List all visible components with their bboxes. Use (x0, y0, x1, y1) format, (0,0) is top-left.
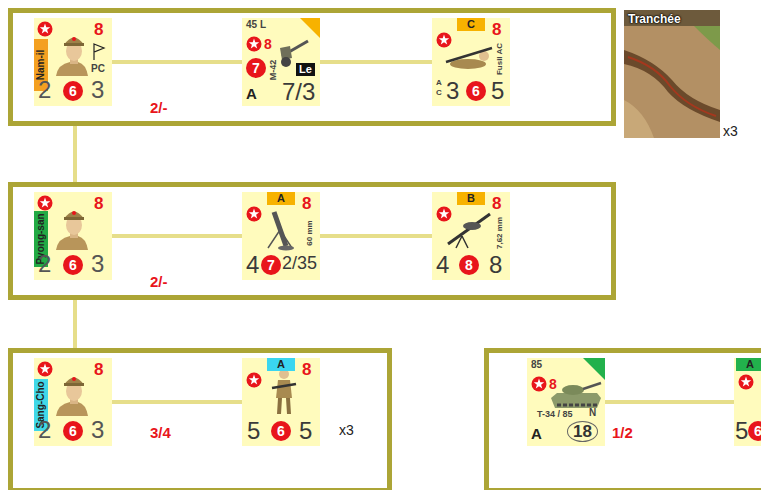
morale-value: 8 (94, 21, 103, 38)
unit-counter: A8 60 mm 472/35 (242, 192, 320, 280)
link-line (320, 60, 432, 64)
gun-counter-art (242, 18, 320, 106)
tank-counter-art (527, 358, 605, 446)
factor-value: 2/35 (282, 254, 317, 272)
link-line (605, 400, 734, 404)
morale-value: 8 (549, 377, 557, 391)
morale-value: 8 (264, 37, 272, 51)
infantry-counter-art (242, 358, 320, 446)
link-line (112, 234, 242, 238)
factor-value: 3 (446, 79, 459, 103)
mg-counter-art (432, 192, 510, 280)
leader-counter-art (34, 192, 112, 280)
unit-counter: A 56 (734, 358, 761, 446)
circled-value: 6 (271, 421, 291, 441)
counter-note: A (531, 426, 542, 441)
factor-value: 2 (38, 252, 51, 276)
factor-value: 5 (247, 419, 260, 443)
factor-value: 5 (299, 419, 312, 443)
morale-value: 8 (302, 361, 311, 378)
counter-note: C (436, 89, 442, 97)
unit-letter: A (267, 192, 295, 205)
counter-note: N (589, 408, 596, 418)
group-ratio: 2/- (150, 274, 168, 289)
link-line (112, 400, 242, 404)
morale-value: 8 (492, 195, 501, 212)
group-ratio: 1/2 (612, 425, 633, 440)
unit-counter: Pyong-san8263 (34, 192, 112, 280)
counter-note: T-34 / 85 (537, 410, 573, 419)
terrain-tile: Tranchée (624, 10, 720, 138)
unit-letter: B (457, 192, 485, 205)
group-frame: 85 8N 18 A T-34 / 85 A 56 1/2 (484, 348, 761, 490)
group-frame: Sang-Cho8263A85653/4x3 (8, 348, 392, 490)
factor-value: 5 (491, 79, 504, 103)
counter-note: 60 mm (305, 217, 315, 249)
unit-counter: Sang-Cho8263 (34, 358, 112, 446)
counter-note: Fusil AC (495, 40, 505, 78)
infantry-counter-art (734, 358, 761, 446)
factor-value: 3 (91, 418, 104, 442)
circled-value: 6 (63, 255, 83, 275)
unit-letter: A (736, 358, 761, 371)
factor-value: 2 (38, 78, 51, 102)
group-ratio: 2/- (150, 100, 168, 115)
factor-value: 18 (567, 421, 598, 442)
unit-counter: A8 565 (242, 358, 320, 446)
unit-counter: 45 L 8 7M-42 LeA 7/3 (242, 18, 320, 106)
mortar-counter-art (242, 192, 320, 280)
circled-value: 7 (261, 255, 281, 275)
link-line (112, 60, 242, 64)
counter-note: A (246, 86, 257, 101)
count-note: x3 (339, 423, 354, 437)
factor-value: 4 (436, 253, 449, 277)
at-rifle-counter-art (432, 18, 510, 106)
circled-value: 6 (63, 421, 83, 441)
counter-note: PC (91, 64, 105, 74)
unit-counter: B87,62 mm488 (432, 192, 510, 280)
counter-note: 85 (531, 360, 542, 370)
counter-note: 45 L (246, 20, 266, 30)
circled-value: 6 (466, 81, 486, 101)
morale-value: 8 (302, 195, 311, 212)
factor-value: 3 (91, 78, 104, 102)
unit-counter: Nam-il8PC263 (34, 18, 112, 106)
unit-counter: C8Fusil ACAC365 (432, 18, 510, 106)
unit-counter: 85 8N 18 A T-34 / 85 (527, 358, 605, 446)
unit-letter: A (267, 358, 295, 371)
factor-value: 2 (38, 418, 51, 442)
morale-value: 8 (94, 195, 103, 212)
group-ratio: 3/4 (150, 425, 171, 440)
counter-note: A (436, 79, 442, 87)
leader-counter-art (34, 18, 112, 106)
morale-value: 8 (94, 361, 103, 378)
count-note: x3 (723, 124, 738, 138)
counter-note: Le (296, 63, 315, 76)
counter-note: M-42 (268, 57, 278, 83)
circled-value: 7 (246, 58, 266, 78)
factor-value: 4 (246, 253, 259, 277)
factor-value: 7/3 (282, 80, 315, 104)
unit-letter: C (457, 18, 485, 31)
link-line (320, 234, 432, 238)
group-frame: Nam-il8PC26345 L87M-42LeA7/3C8Fusil ACAC… (8, 8, 616, 126)
link-line (73, 126, 77, 182)
circled-value: 6 (63, 81, 83, 101)
leader-counter-art (34, 358, 112, 446)
trench-tile-art (624, 10, 720, 138)
link-line (73, 300, 77, 348)
factor-value: 5 (735, 419, 748, 443)
morale-value: 8 (492, 21, 501, 38)
group-frame: Pyong-san8263A860 mm472/35B87,62 mm4882/… (8, 182, 616, 300)
tile-name: Tranchée (628, 13, 681, 25)
circled-value: 8 (459, 255, 479, 275)
circled-value: 6 (748, 421, 761, 441)
counter-note: 7,62 mm (495, 213, 505, 253)
factor-value: 8 (489, 253, 502, 277)
factor-value: 3 (91, 252, 104, 276)
